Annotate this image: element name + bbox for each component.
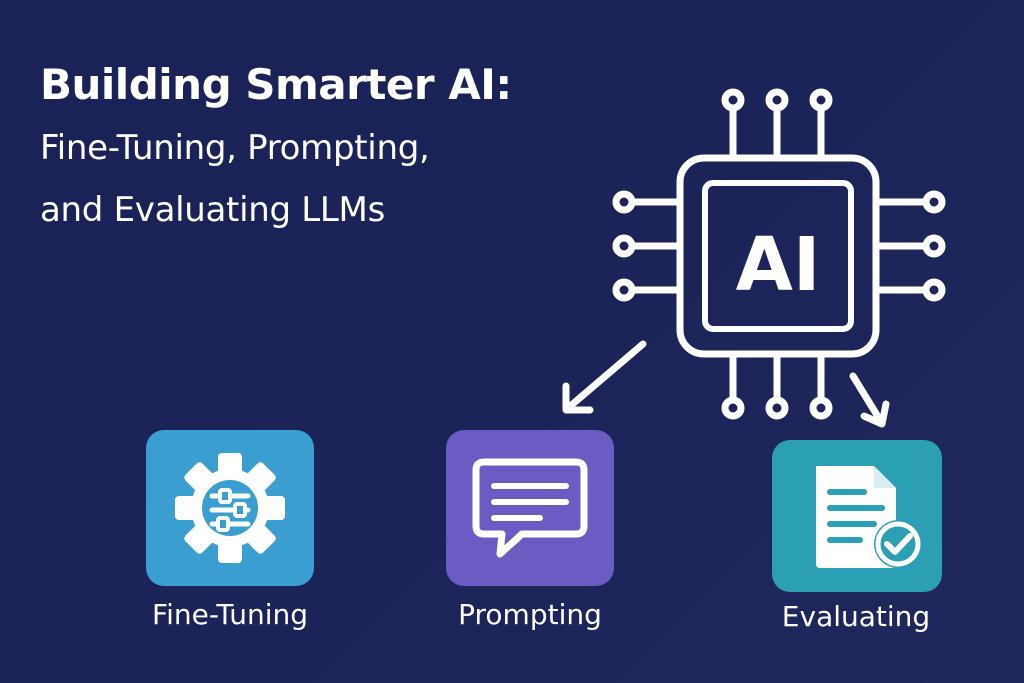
chip-pins-left <box>612 190 684 302</box>
arrow-to-evaluating <box>849 372 890 428</box>
arrow-to-prompting <box>562 340 647 414</box>
chip-pins-top <box>721 88 833 162</box>
prompting-tile <box>446 430 614 586</box>
evaluating-tile <box>772 440 942 592</box>
evaluating-label: Evaluating <box>781 600 931 633</box>
chip-label: AI <box>736 222 821 308</box>
fine-tuning-label: Fine-Tuning <box>152 598 308 631</box>
title-line-2: Fine-Tuning, Prompting, <box>40 128 430 168</box>
fine-tuning-tile <box>146 430 314 586</box>
title-line-3: and Evaluating LLMs <box>40 190 385 230</box>
document-check-icon <box>816 466 922 568</box>
prompting-label: Prompting <box>458 598 602 631</box>
gear-sliders-icon <box>175 453 285 563</box>
chip-pins-bottom <box>721 350 833 420</box>
title-line-1: Building Smarter AI: <box>40 60 512 109</box>
chip-inner-frame <box>702 180 854 332</box>
chat-bubble-icon <box>472 458 588 558</box>
chip-pins-right <box>872 190 946 302</box>
